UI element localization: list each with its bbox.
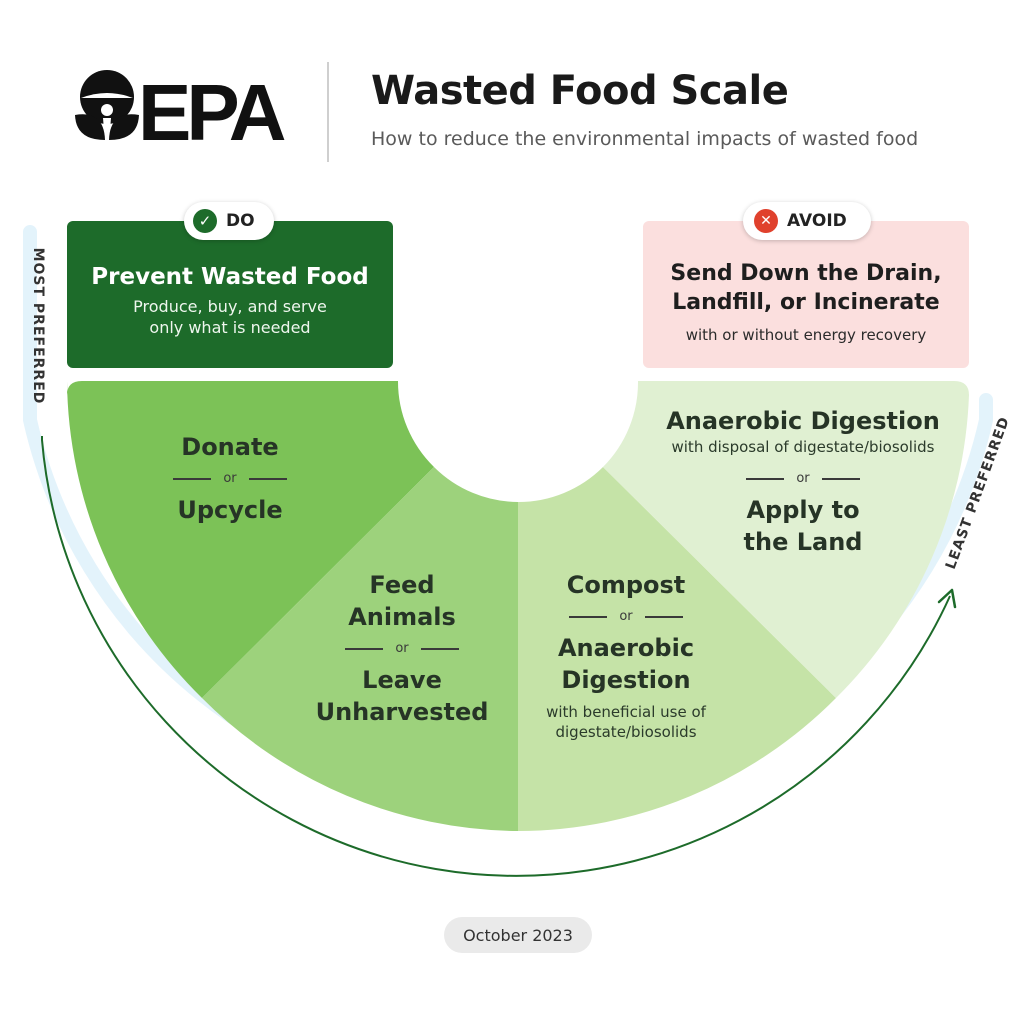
prevent-title: Prevent Wasted Food — [91, 264, 369, 290]
segment-feed-animals: Feed Animals or Leave Unharvested — [292, 569, 512, 728]
anaerobic-digestion-label: Anaerobic Digestion — [557, 634, 695, 694]
segment-donate-upcycle-shape — [67, 381, 434, 698]
avoid-title: Send Down the Drain, Landfill, or Incine… — [643, 259, 969, 317]
segment-anaerobic-apply-land: Anaerobic Digestion with disposal of dig… — [653, 405, 953, 558]
segment-anaerobic-apply-shape — [603, 381, 969, 698]
beneficial-use-desc: with beneficial use of digestate/biosoli… — [546, 703, 706, 741]
avoid-title-line-1: Send Down the Drain, — [670, 261, 942, 286]
or-divider: or — [292, 641, 512, 656]
apply-to-land-label: Apply to the Land — [743, 496, 863, 556]
page-title: Wasted Food Scale — [371, 68, 789, 114]
prevent-wasted-food-box: Prevent Wasted Food Produce, buy, and se… — [67, 221, 393, 368]
avoid-title-line-2: Landfill, or Incinerate — [672, 290, 940, 315]
prevent-desc-line-1: Produce, buy, and serve — [133, 297, 327, 316]
segment-compost-shape — [518, 467, 836, 831]
do-badge: ✓ DO — [184, 202, 274, 240]
prevent-desc-line-2: only what is needed — [149, 318, 311, 337]
or-divider: or — [120, 471, 340, 486]
x-icon: ✕ — [754, 209, 778, 233]
segment-donate-upcycle: Donate or Upcycle — [120, 431, 340, 526]
disposal-desc: with disposal of digestate/biosolids — [671, 438, 935, 456]
date-badge: October 2023 — [444, 917, 592, 953]
page-subtitle: How to reduce the environmental impacts … — [371, 128, 919, 150]
feed-animals-label: Feed Animals — [348, 571, 456, 631]
avoid-badge: ✕ AVOID — [743, 202, 871, 240]
upcycle-label: Upcycle — [177, 496, 283, 524]
arrow-head-icon — [937, 588, 957, 609]
do-badge-label: DO — [226, 211, 255, 231]
avoid-badge-label: AVOID — [787, 211, 847, 231]
prevent-desc: Produce, buy, and serve only what is nee… — [67, 296, 393, 338]
leave-unharvested-label: Leave Unharvested — [315, 666, 489, 726]
check-icon: ✓ — [193, 209, 217, 233]
preference-arrow-line — [41, 436, 951, 877]
epa-wordmark: EPA — [138, 68, 287, 157]
or-divider: or — [516, 609, 736, 624]
header-divider — [327, 62, 329, 162]
anaerobic-digestion-disposal-label: Anaerobic Digestion — [666, 407, 940, 435]
epa-flower-icon — [75, 70, 139, 140]
segment-compost: Compost or Anaerobic Digestion with bene… — [516, 569, 736, 742]
donate-label: Donate — [181, 433, 279, 461]
avoid-desc: with or without energy recovery — [685, 326, 927, 344]
or-divider: or — [653, 471, 953, 486]
most-preferred-label: MOST PREFERRED — [30, 247, 46, 405]
compost-label: Compost — [566, 571, 686, 599]
send-down-drain-box: Send Down the Drain, Landfill, or Incine… — [643, 221, 969, 368]
